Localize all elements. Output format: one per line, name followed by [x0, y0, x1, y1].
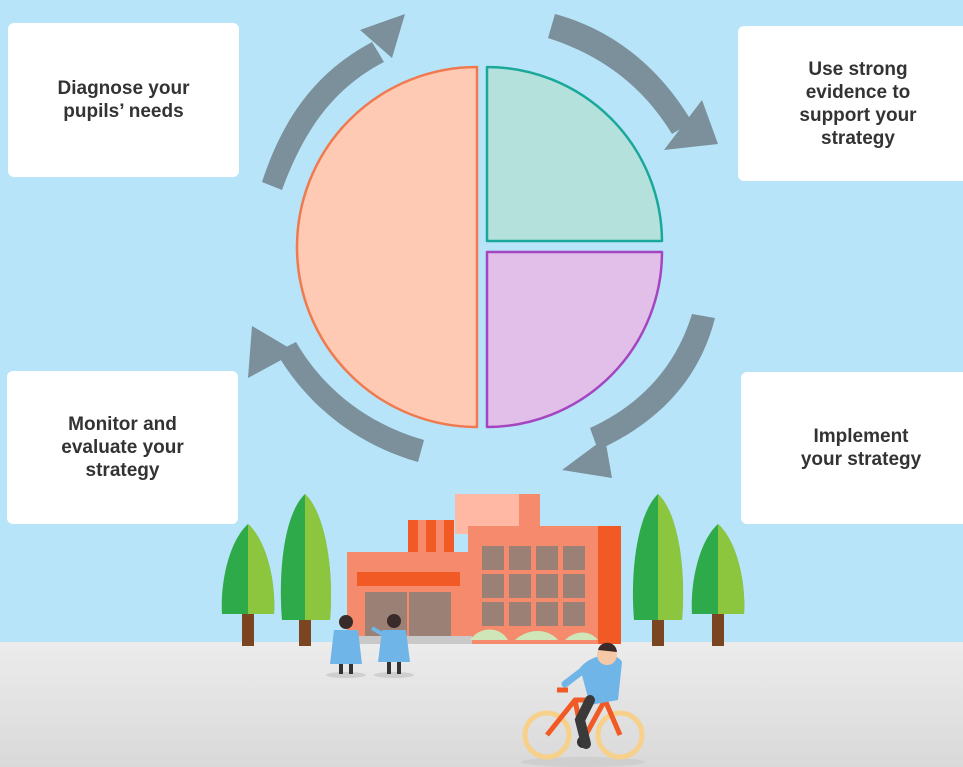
cycle-arrow-icon — [548, 14, 718, 150]
cycle-arrow-icon — [262, 14, 405, 190]
cycle-arrows — [248, 14, 718, 478]
cycle-arrow-icon — [248, 326, 424, 462]
ground — [0, 642, 963, 767]
step-card-monitor: Monitor and evaluate your strategy — [7, 371, 238, 524]
tree-icon — [221, 524, 275, 646]
step-card-implement: Implement your strategy — [741, 372, 963, 524]
bottom-right-quarter-segment — [485, 250, 664, 429]
step-label: Use strong evidence to support your stra… — [799, 58, 917, 149]
step-label: Implement your strategy — [800, 426, 922, 470]
step-card-diagnose: Diagnose your pupils’ needs — [8, 23, 239, 177]
left-half-segment — [295, 65, 479, 429]
step-label: Monitor and evaluate your strategy — [61, 414, 184, 481]
step-label: Diagnose your pupils’ needs — [57, 78, 190, 122]
pupil-icon — [370, 614, 414, 678]
school-building-icon — [340, 494, 621, 644]
tree-icon — [691, 524, 745, 646]
tree-icon — [632, 494, 684, 646]
top-right-quarter-segment — [485, 65, 664, 243]
cyclist-icon — [521, 642, 645, 767]
tree-icon — [280, 494, 331, 646]
pupil-icon — [326, 615, 366, 678]
cycle-arrow-icon — [562, 314, 715, 478]
step-card-evidence: Use strong evidence to support your stra… — [738, 26, 963, 181]
center-graphic — [295, 65, 664, 429]
